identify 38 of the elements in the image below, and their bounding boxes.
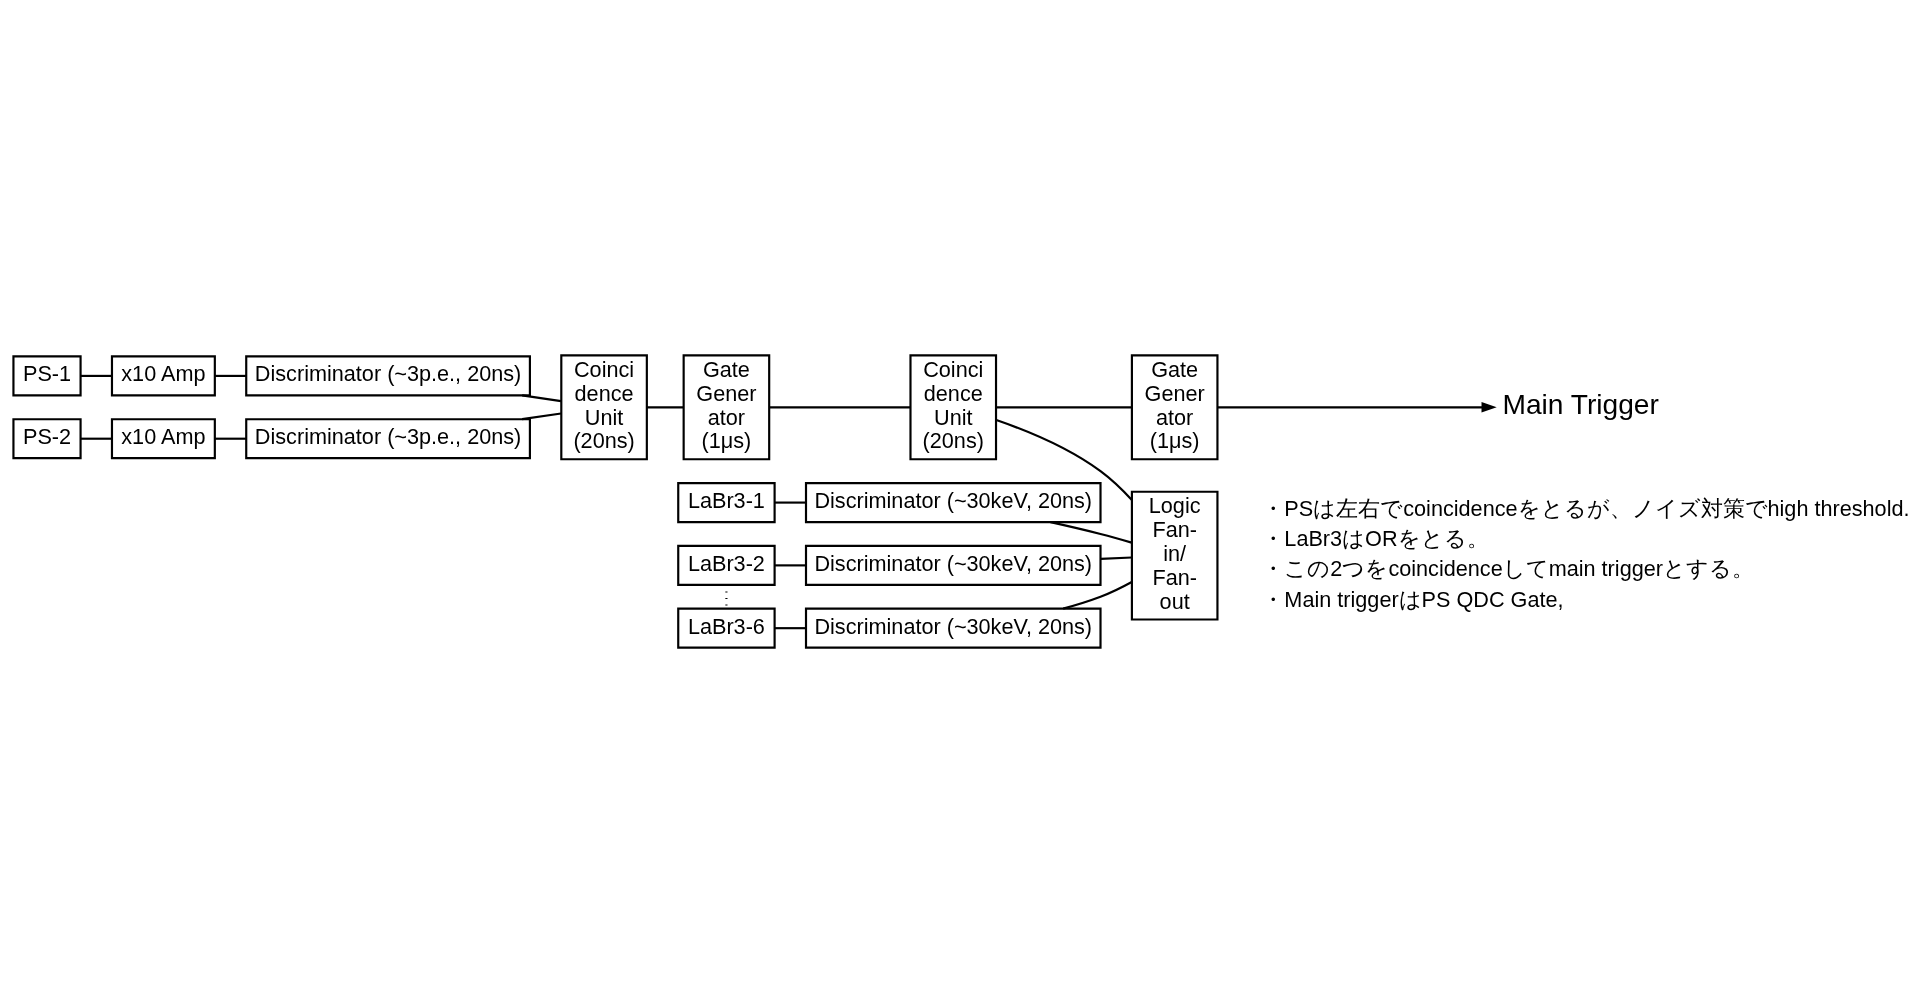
connector [80, 374, 112, 377]
connector [214, 374, 246, 377]
node-text: Main Trigger [1502, 389, 1659, 421]
connector [1062, 581, 1133, 610]
node-box: Gate Gener ator (1μs) [682, 354, 771, 461]
connector [769, 406, 911, 409]
connector [646, 406, 684, 409]
label: ・Main triggerはPS QDC Gate, [1262, 586, 1564, 612]
connector [522, 394, 562, 403]
arrow [1217, 402, 1497, 413]
node-box: Discriminator (~3p.e., 20ns) [245, 355, 531, 397]
node-box: LaBr3-2 [677, 544, 776, 586]
node-box: x10 Amp [110, 418, 216, 460]
connector [80, 437, 112, 440]
connector [1100, 556, 1132, 560]
node-box: LaBr3-6 [677, 607, 776, 649]
connector [774, 501, 806, 504]
node-box: Discriminator (~30keV, 20ns) [804, 482, 1102, 524]
node-box: PS-1 [12, 355, 82, 397]
node-box: Logic Fan- in/ Fan- out [1130, 490, 1219, 621]
node-box: Coinci dence Unit (20ns) [909, 354, 998, 461]
node-box: Discriminator (~30keV, 20ns) [804, 544, 1102, 586]
connector [995, 419, 1133, 501]
node-box: x10 Amp [110, 355, 216, 397]
connector [522, 412, 562, 421]
node-box: Gate Gener ator (1μs) [1130, 354, 1219, 461]
node-box: Coinci dence Unit (20ns) [560, 354, 648, 461]
node-box: Discriminator (~30keV, 20ns) [804, 607, 1102, 649]
node-box: LaBr3-1 [677, 482, 776, 524]
connector [774, 627, 806, 630]
connector [214, 437, 246, 440]
label: ・PSは左右でcoincidenceをとるが、ノイズ対策でhigh threshold. [1262, 495, 1910, 521]
connector [996, 406, 1132, 409]
connector [774, 564, 806, 567]
label: ・この2つをcoincidenceしてmain triggerとする。 [1262, 556, 1754, 582]
node-box: PS-2 [12, 418, 82, 460]
node-box: Discriminator (~3p.e., 20ns) [245, 418, 531, 460]
label: ・LaBr3はORをとる。 [1262, 525, 1489, 551]
